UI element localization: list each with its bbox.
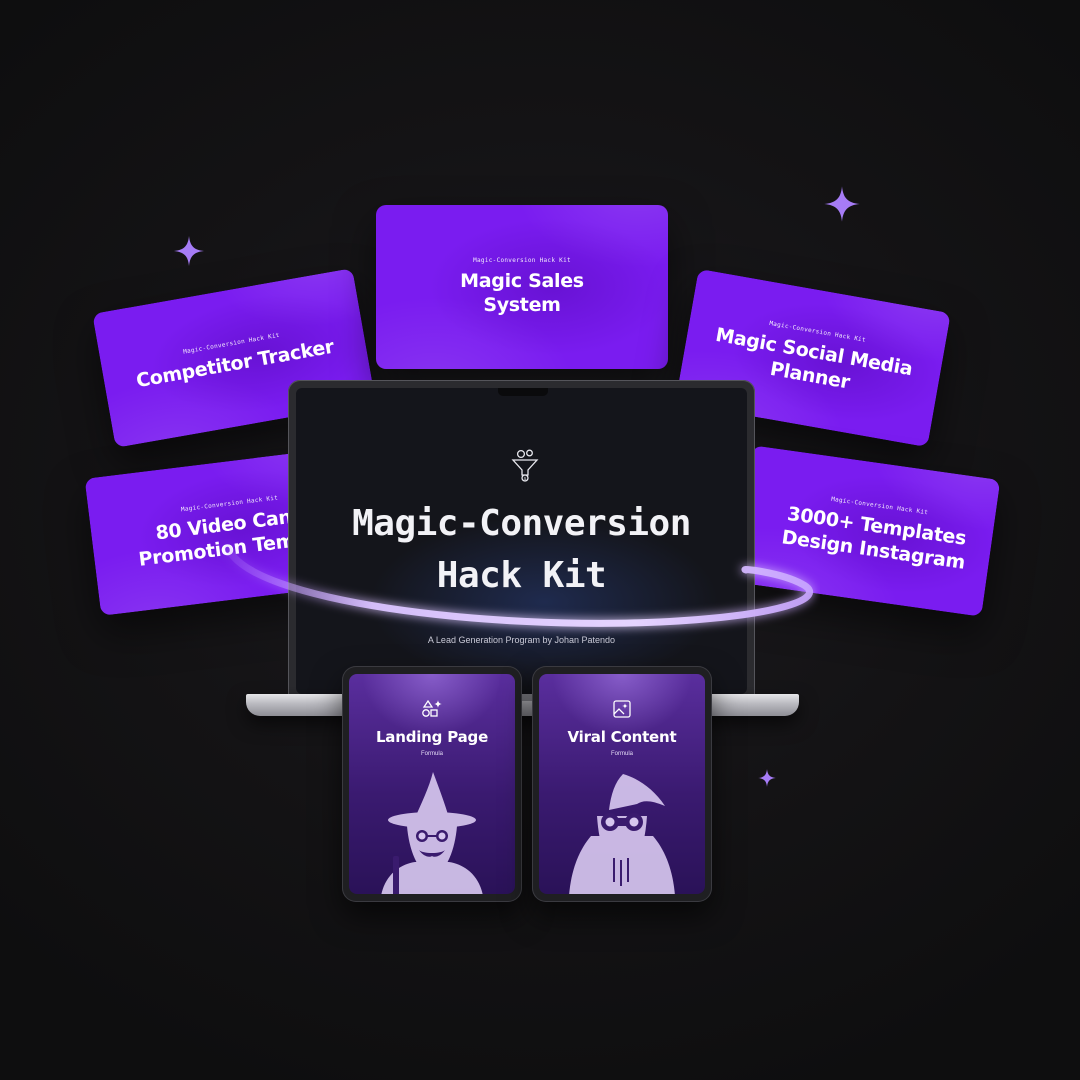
- tablet-screen: Landing Page Formula: [349, 674, 515, 894]
- card-kicker: Magic-Conversion Hack Kit: [473, 257, 571, 264]
- svg-text:$: $: [524, 476, 527, 481]
- card-title-line1: Magic Sales: [460, 270, 584, 292]
- laptop: $ Magic-Conversion Hack Kit A Lead Gener…: [288, 380, 755, 698]
- laptop-title-line1: Magic-Conversion: [352, 503, 691, 544]
- tablet-subtitle: Formula: [420, 751, 443, 757]
- card-title-line2: System: [483, 294, 561, 316]
- wizard-binoculars-illustration: [569, 774, 675, 894]
- shapes-sparkle-icon: [349, 698, 515, 725]
- tablet-landing-page: Landing Page Formula: [342, 666, 522, 902]
- tablet-title: Landing Page: [375, 728, 489, 746]
- tablet-screen: Viral Content Formula: [539, 674, 705, 894]
- sparkle-icon: [824, 186, 860, 222]
- tablet-title: Viral Content: [567, 728, 677, 746]
- funnel-gears-icon: $: [511, 449, 539, 482]
- card-magic-sales-system: Magic-Conversion Hack Kit Magic Sales Sy…: [376, 205, 668, 369]
- image-sparkle-icon: [539, 698, 705, 725]
- card-3000-templates-instagram: Magic-Conversion Hack Kit 3000+ Template…: [733, 445, 1001, 617]
- sparkle-icon: [174, 236, 204, 266]
- laptop-title-line2: Hack Kit: [436, 555, 607, 596]
- laptop-display: $ Magic-Conversion Hack Kit A Lead Gener…: [296, 388, 747, 694]
- sparkle-icon: [758, 769, 776, 787]
- tablet-subtitle: Formula: [610, 751, 633, 757]
- wizard-monocle-illustration: [381, 772, 483, 894]
- tablet-viral-content: Viral Content Formula: [532, 666, 712, 902]
- laptop-title: Magic-Conversion Hack Kit: [296, 498, 747, 602]
- laptop-subtitle: A Lead Generation Program by Johan Paten…: [427, 635, 616, 645]
- laptop-camera-notch: [498, 388, 548, 396]
